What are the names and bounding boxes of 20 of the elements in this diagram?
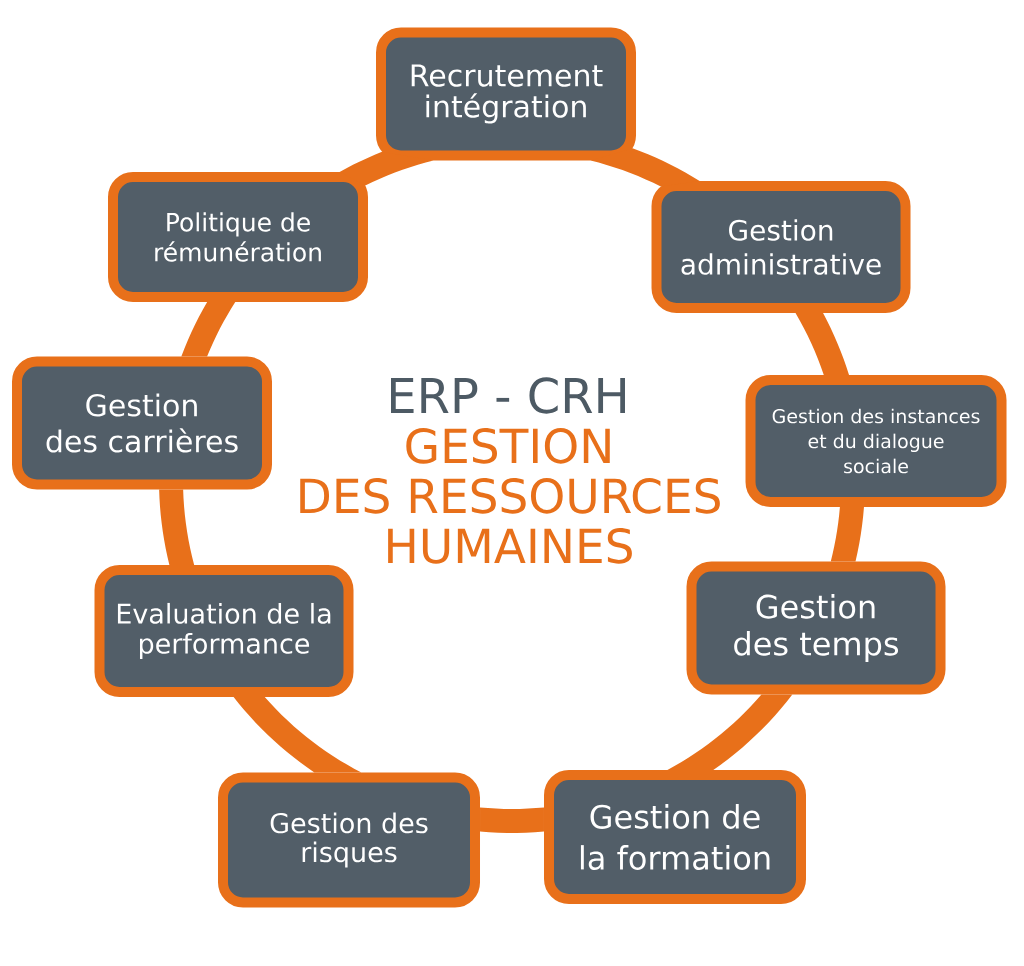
ring-segment — [480, 807, 544, 833]
module-box: Gestion des temps — [686, 561, 946, 695]
ring-segment — [830, 507, 864, 562]
ring-segment — [181, 302, 236, 357]
module-box: Recrutement intégration — [376, 27, 636, 161]
module-box: Gestion de la formation — [544, 770, 806, 904]
center-heading: GESTION DES RESSOURCES HUMAINES — [300, 428, 720, 564]
module-box: Gestion des instances et du dialogue sociale — [745, 375, 1007, 507]
module-box: Politique de rémunération — [108, 172, 368, 302]
ring-segment — [159, 489, 195, 565]
ring-segment — [667, 694, 793, 770]
module-box: Gestion des carrières — [12, 356, 272, 490]
module-box: Gestion administrative — [651, 181, 911, 313]
ring-segment — [339, 151, 434, 186]
module-box: Gestion des risques — [218, 772, 480, 908]
module-box: Evaluation de la performance — [94, 565, 354, 697]
ring-segment — [233, 697, 362, 773]
ring-segment — [795, 313, 849, 375]
ring-segment — [590, 148, 700, 187]
center-title: ERP - CRH — [391, 377, 625, 414]
